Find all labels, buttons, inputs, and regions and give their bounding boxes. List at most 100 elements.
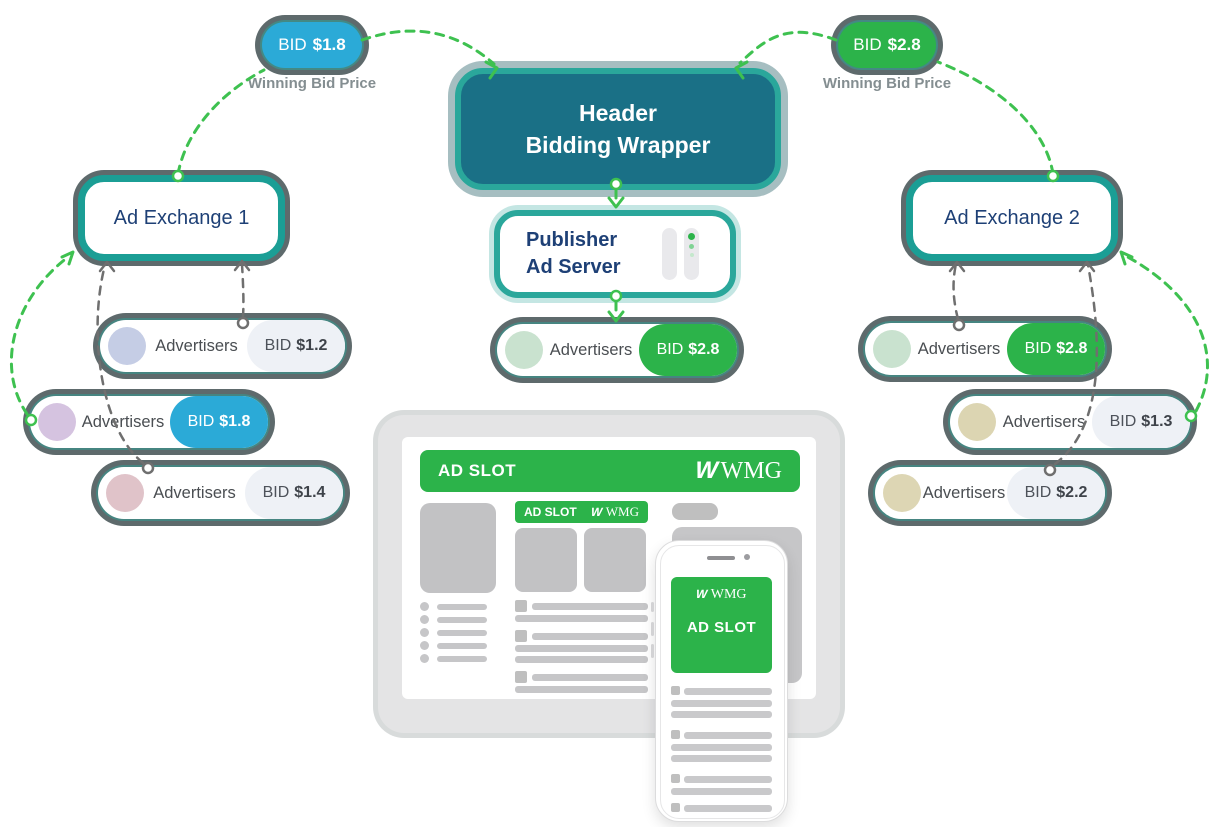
wrapper-title-line2: Bidding Wrapper (525, 132, 711, 158)
bid-amount: $2.8 (688, 341, 720, 358)
text-skeleton (684, 776, 772, 783)
text-skeleton (671, 788, 772, 795)
text-skeleton (671, 711, 772, 718)
winning-bid-price-label-left: Winning Bid Price (247, 75, 377, 92)
connector-bid28-to-exchange2 (952, 262, 960, 321)
text-skeleton (671, 774, 680, 783)
phone-camera-dot (744, 554, 750, 560)
advertiser-pill-right-2: Advertisers BID $1.3 (950, 396, 1190, 448)
text-skeleton (671, 700, 772, 707)
bid-badge: BID $1.3 (1092, 396, 1190, 448)
bid-amount: $1.4 (294, 484, 326, 501)
ad-slot-mini-banner: AD SLOT W WMG (515, 501, 648, 523)
advertiser-label: Advertisers (153, 483, 236, 502)
advertiser-label: Advertisers (922, 483, 1006, 502)
header-bidding-wrapper-box: Header Bidding Wrapper (455, 68, 781, 190)
content-placeholder-block (515, 528, 577, 592)
bid-badge: BID $1.2 (247, 320, 345, 372)
bullet-list-item (420, 628, 487, 637)
bid-badge: BID $1.8 (170, 396, 268, 448)
wmg-logo: W WMG (692, 457, 782, 485)
advertiser-avatar (873, 330, 911, 368)
ad-exchange-1-label: Ad Exchange 1 (113, 206, 250, 229)
bid-amount: $1.8 (219, 413, 251, 430)
advertiser-avatar (883, 474, 921, 512)
wrapper-title-line1: Header (579, 99, 657, 126)
connector-winning-bid-to-wrapper-left (360, 29, 496, 66)
wmg-logo: W WMG (590, 504, 639, 520)
arrowhead (607, 196, 625, 209)
text-skeleton (532, 674, 648, 681)
publisher-title-line1: Publisher (526, 229, 618, 251)
content-placeholder-block (584, 528, 646, 592)
bid-prefix: BID (1024, 340, 1052, 357)
arrowhead (233, 259, 251, 272)
wmg-logo-text: WMG (720, 458, 782, 484)
bullet-list-item (420, 654, 487, 663)
bid-prefix: BID (1024, 484, 1052, 501)
arrowhead (1078, 260, 1096, 273)
bid-prefix: BID (262, 484, 290, 501)
advertiser-avatar (106, 474, 144, 512)
text-skeleton (671, 803, 680, 812)
phone-side-button (651, 644, 654, 658)
advertiser-pill-left-1: Advertisers BID $1.2 (100, 320, 345, 372)
phone-screen-border (660, 545, 785, 819)
winning-bid-pill-left: BID $1.8 (262, 22, 362, 68)
bid-badge: BID $1.4 (245, 467, 343, 519)
text-skeleton (684, 732, 772, 739)
publisher-title: Publisher Ad Server (526, 227, 660, 281)
text-skeleton (515, 615, 648, 622)
advertiser-pill-right-1: Advertisers BID $2.8 (865, 323, 1105, 375)
phone-speaker (707, 556, 735, 560)
publisher-title-line2: Ad Server (526, 256, 621, 278)
phone-ad-slot: W WMG AD SLOT (671, 577, 772, 673)
arrowhead (1119, 250, 1134, 266)
advertiser-avatar (108, 327, 146, 365)
advertiser-label: Advertisers (81, 412, 165, 431)
bid-amount: $1.3 (1141, 413, 1173, 430)
bid-amount: $2.8 (887, 35, 921, 54)
advertiser-label: Advertisers (917, 339, 1001, 358)
wmg-logo-mark: W (694, 587, 710, 601)
text-skeleton (671, 755, 772, 762)
connector-winner-right-to-exchange2 (1124, 254, 1209, 413)
ad-slot-label: AD SLOT (686, 619, 757, 636)
advertiser-pill-left-3: Advertisers BID $1.4 (98, 467, 343, 519)
phone-side-button (651, 602, 654, 612)
ad-slot-banner: AD SLOT W WMG (420, 450, 800, 492)
ad-slot-label: AD SLOT (524, 505, 577, 519)
content-placeholder-block (420, 503, 496, 593)
publisher-ad-server-box: Publisher Ad Server (494, 210, 736, 298)
advertiser-label: Advertisers (155, 336, 238, 355)
advertiser-pill-left-2: Advertisers BID $1.8 (30, 396, 268, 448)
ad-slot-label: AD SLOT (438, 461, 517, 480)
advertiser-avatar (38, 403, 76, 441)
phone-side-button (651, 622, 654, 636)
bid-amount: $1.2 (296, 337, 328, 354)
bid-badge: BID $2.8 (639, 324, 737, 376)
text-skeleton (515, 645, 648, 652)
bid-prefix: BID (264, 337, 292, 354)
winning-bid-pill-right: BID $2.8 (838, 22, 936, 68)
text-skeleton (515, 656, 648, 663)
wmg-logo-text: WMG (605, 504, 639, 519)
advertiser-pill-center: Advertisers BID $2.8 (497, 324, 737, 376)
bid-badge: BID $2.8 (1007, 323, 1105, 375)
bid-amount: $2.8 (1056, 340, 1088, 357)
bid-prefix: BID (1109, 413, 1137, 430)
ad-exchange-2-box: Ad Exchange 2 (906, 175, 1118, 261)
content-placeholder-pill (672, 503, 718, 520)
connector-winning-bid-to-wrapper-right (738, 30, 838, 65)
text-skeleton (515, 600, 527, 612)
wmg-logo-text: WMG (710, 587, 747, 602)
bullet-list-item (420, 602, 487, 611)
bid-prefix: BID (187, 413, 215, 430)
bid-amount: $2.2 (1056, 484, 1088, 501)
advertiser-avatar (958, 403, 996, 441)
bid-prefix: BID (853, 35, 882, 54)
arrowhead (607, 310, 625, 323)
winning-bid-price-label-right: Winning Bid Price (822, 75, 952, 92)
advertiser-pill-right-3: Advertisers BID $2.2 (875, 467, 1105, 519)
bid-amount: $1.8 (312, 35, 346, 54)
